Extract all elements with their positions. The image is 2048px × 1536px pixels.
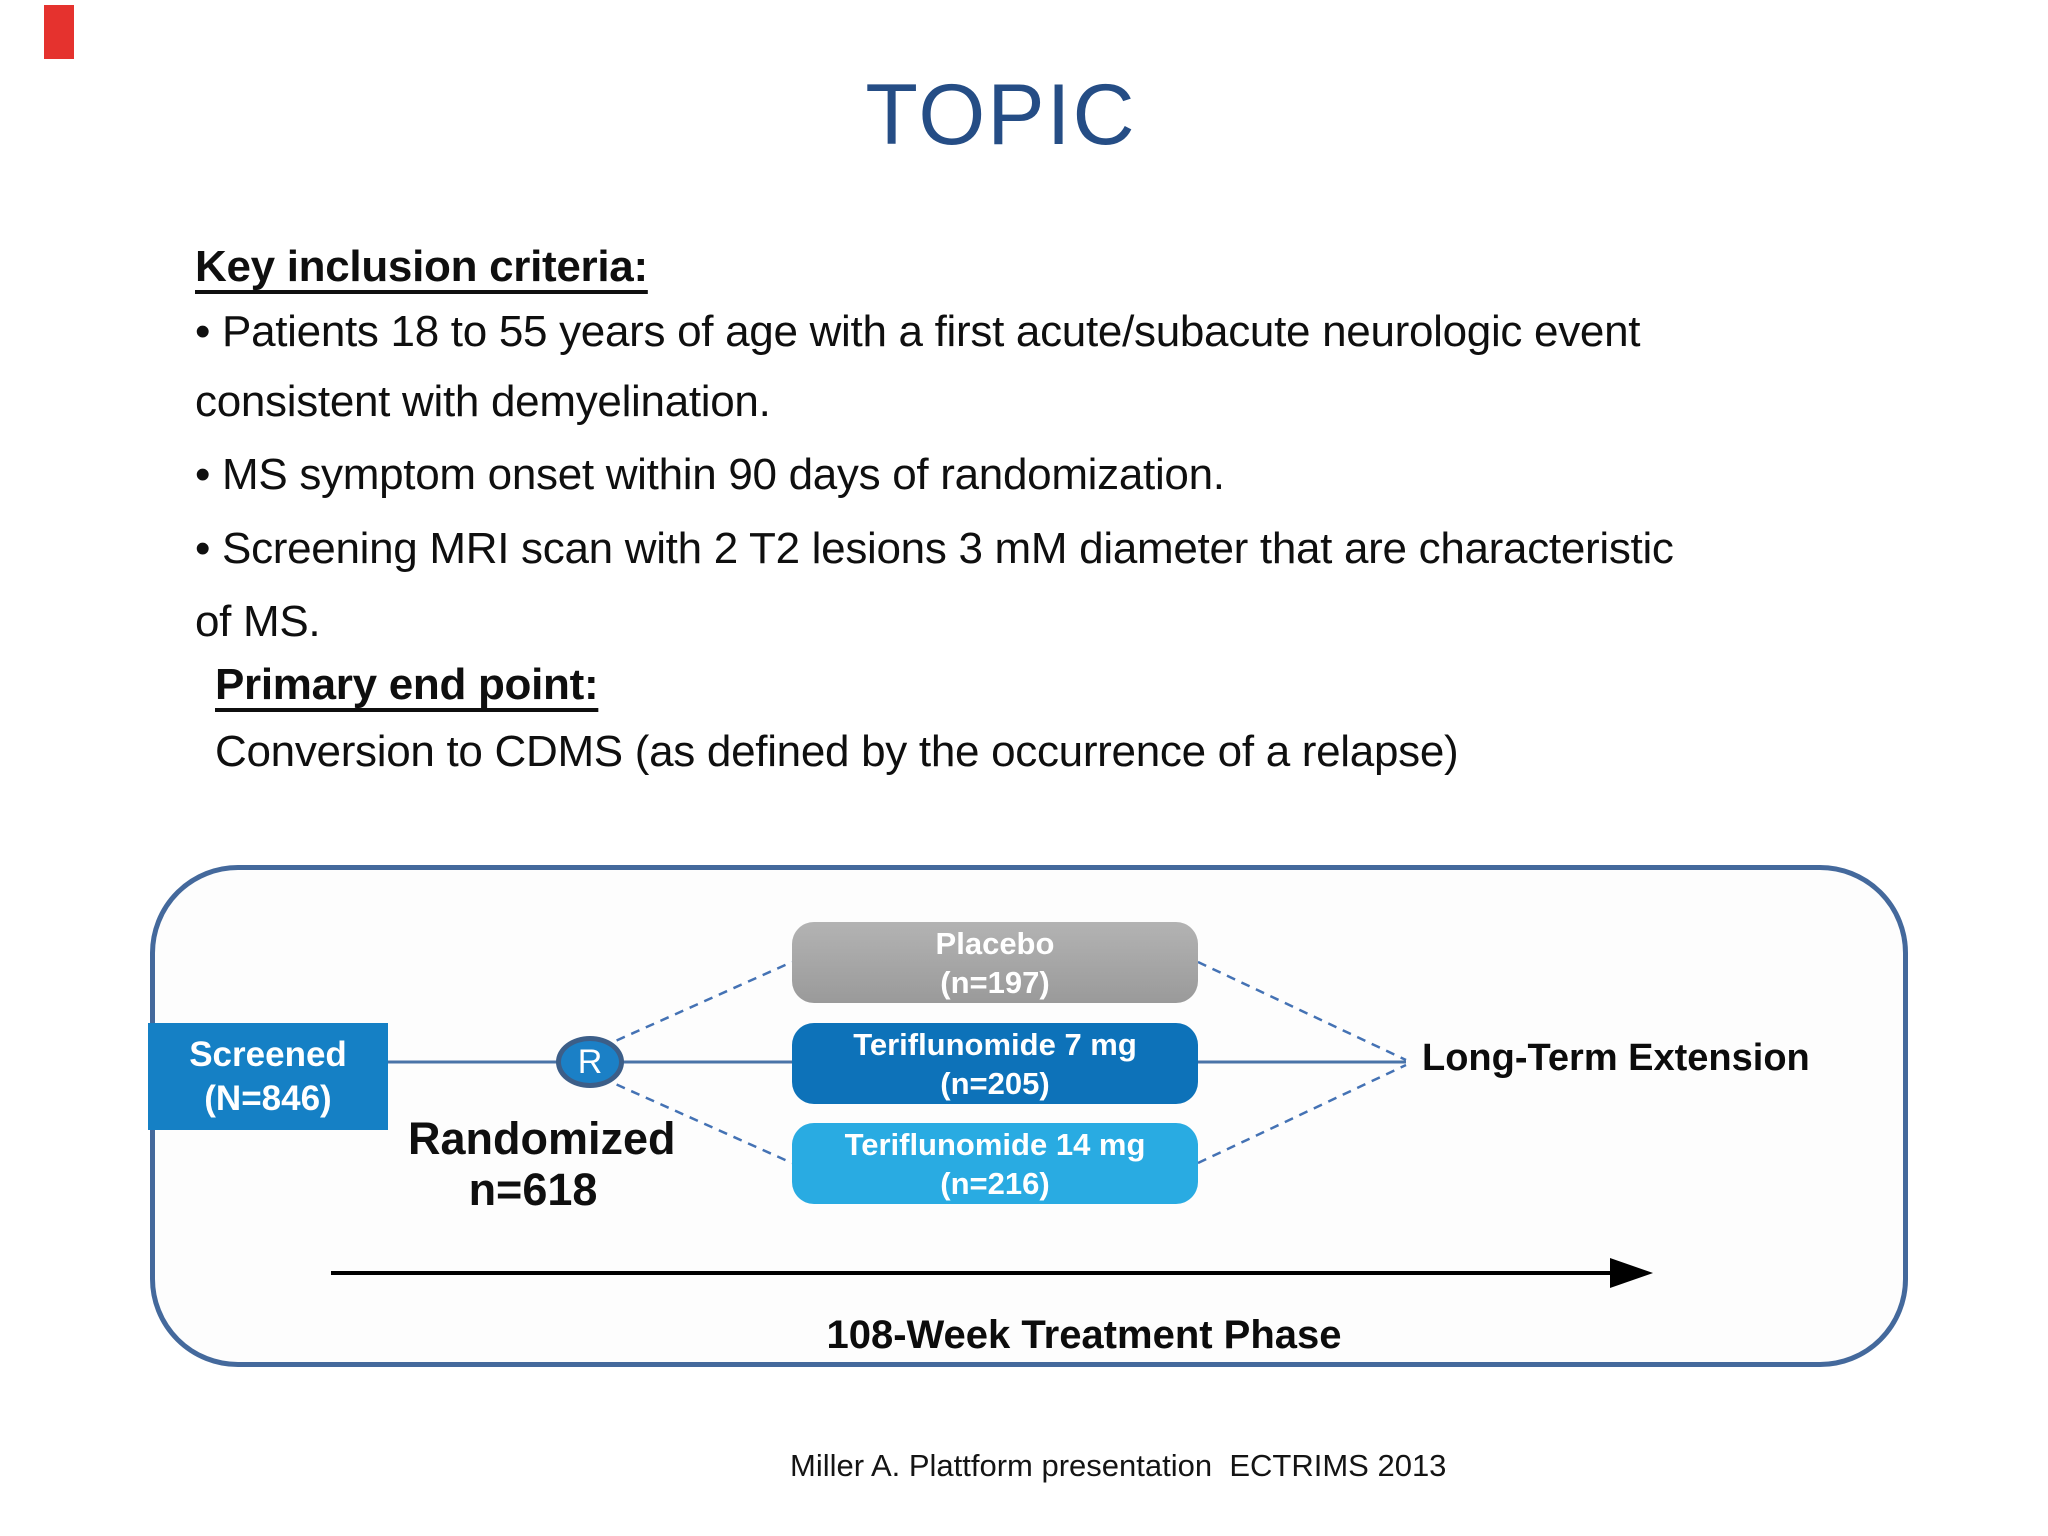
dashed-line-r-to-14mg (601, 1076, 793, 1165)
randomized-text: Randomized (408, 1113, 676, 1164)
arm-placebo-label: Placebo (935, 925, 1055, 961)
randomization-circle: R (556, 1036, 624, 1088)
arm-placebo-count: (n=197) (940, 964, 1050, 1000)
screened-box: Screened (N=846) (148, 1023, 388, 1130)
arm-14mg-count: (n=216) (940, 1165, 1050, 1201)
randomized-label: Randomized n=618 (408, 1113, 676, 1215)
arm-7mg-label: Teriflunomide 7 mg (853, 1026, 1137, 1062)
screened-count: (N=846) (204, 1078, 332, 1118)
arm-14mg-label: Teriflunomide 14 mg (844, 1126, 1146, 1162)
long-term-extension-label: Long-Term Extension (1422, 1037, 1810, 1079)
criteria-line-3: • MS symptom onset within 90 days of ran… (195, 450, 1225, 499)
citation-footer: Miller A. Plattform presentation ECTRIMS… (790, 1448, 1447, 1483)
arm-box-teriflunomide-7mg: Teriflunomide 7 mg (n=205) (792, 1023, 1198, 1104)
diagram-lines (331, 960, 1653, 1288)
page-title: TOPIC (865, 67, 1137, 163)
criteria-heading: Key inclusion criteria: (195, 242, 648, 291)
screened-label: Screened (189, 1034, 347, 1074)
dashed-line-14mg-to-extension (1197, 1063, 1407, 1165)
dashed-line-r-to-placebo (601, 960, 793, 1049)
arm-box-placebo: Placebo (n=197) (792, 922, 1198, 1003)
endpoint-line: Conversion to CDMS (as defined by the oc… (215, 727, 1459, 776)
study-design-diagram: Screened (N=846) R Randomized n=618 Plac… (148, 865, 1908, 1367)
endpoint-heading: Primary end point: (215, 660, 599, 709)
dashed-line-placebo-to-extension (1197, 960, 1407, 1062)
criteria-line-2: consistent with demyelination. (195, 377, 771, 426)
red-marker (44, 5, 74, 59)
treatment-phase-label: 108-Week Treatment Phase (826, 1313, 1342, 1357)
arm-7mg-count: (n=205) (940, 1065, 1050, 1101)
criteria-line-5: of MS. (195, 597, 321, 646)
randomized-count: n=618 (468, 1164, 598, 1215)
criteria-line-4: • Screening MRI scan with 2 T2 lesions 3… (195, 524, 1674, 573)
randomization-r-label: R (577, 1042, 603, 1081)
arm-box-teriflunomide-14mg: Teriflunomide 14 mg (n=216) (792, 1123, 1198, 1204)
timeline-arrow-head (1610, 1258, 1653, 1288)
criteria-line-1: • Patients 18 to 55 years of age with a … (195, 307, 1641, 356)
